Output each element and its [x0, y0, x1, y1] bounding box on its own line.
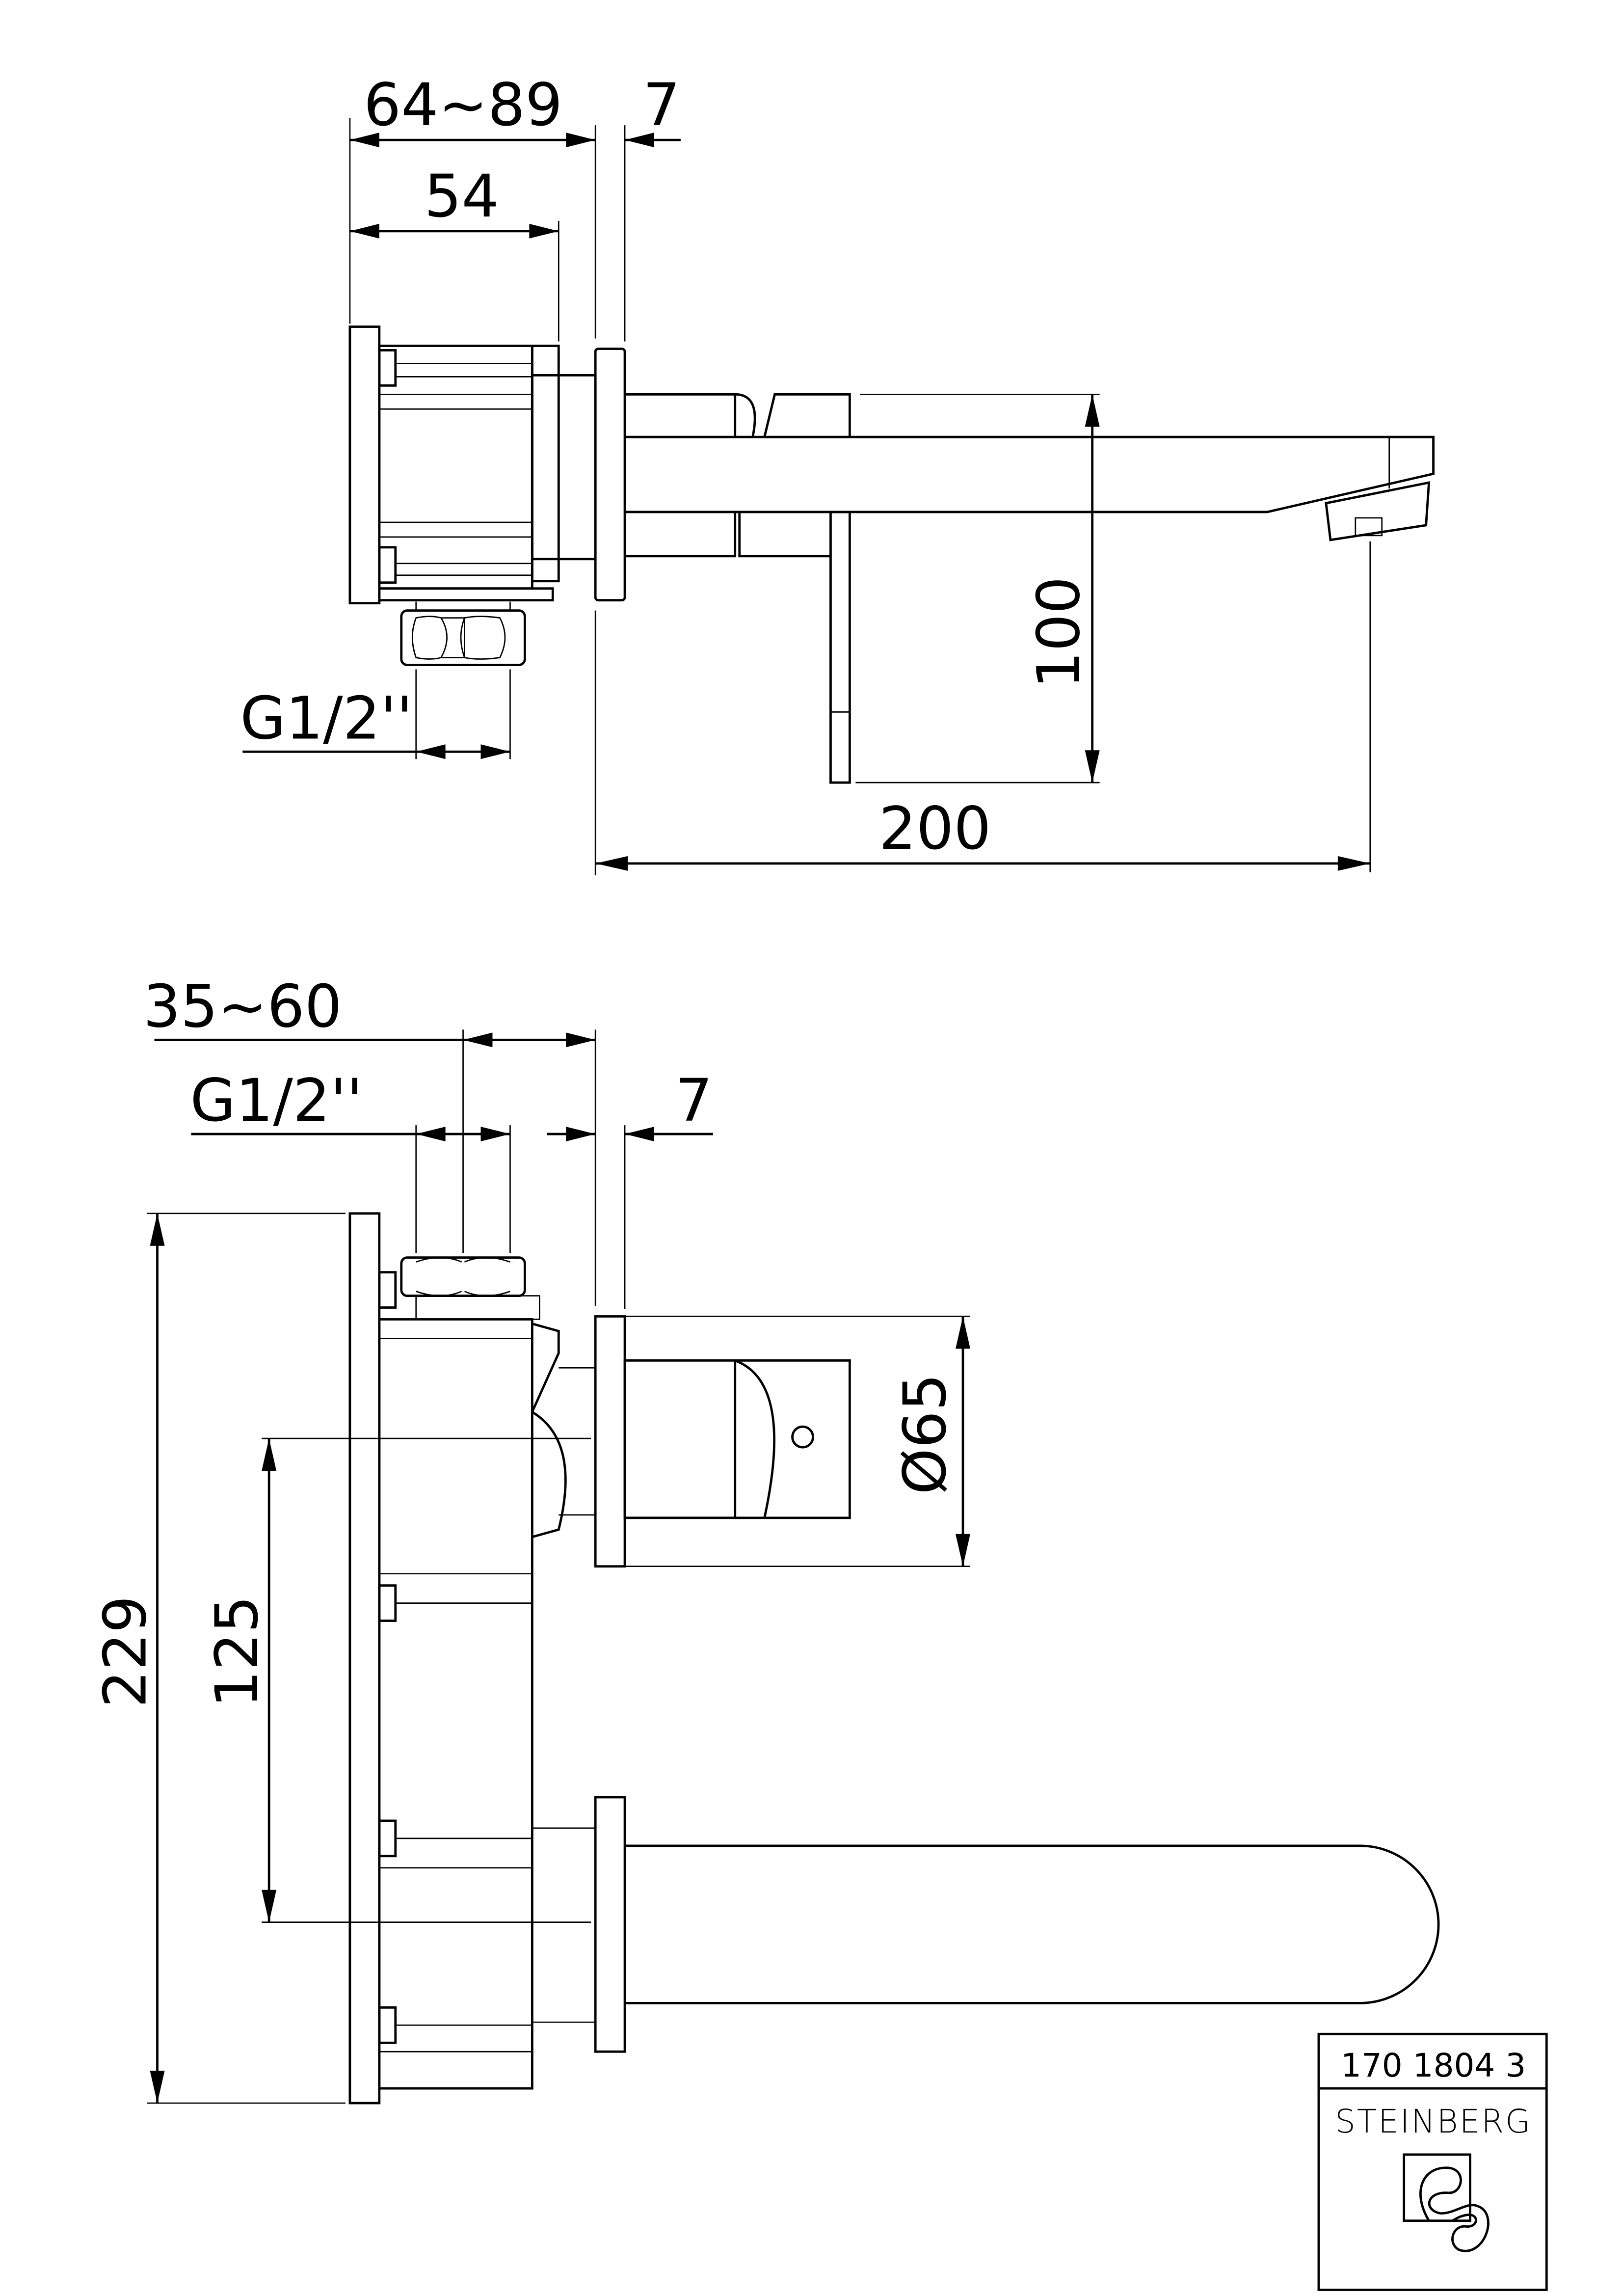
dim-height: 100 [1025, 576, 1093, 689]
bolt [378, 1584, 397, 1622]
dim-depth-range: 35~60 [143, 972, 342, 1041]
front-view: 35~60 G1/2'' 7 Ø65 125 229 [92, 972, 1440, 2105]
spout [625, 1844, 1440, 2004]
wall-plate [348, 1212, 381, 2105]
title-block: 170 1804 3 STEINBERG [1317, 2032, 1548, 2291]
dim-diameter: Ø65 [891, 1374, 959, 1495]
bolt [378, 546, 397, 584]
dim-projection: 200 [879, 795, 991, 863]
connection-nut [400, 601, 526, 666]
bolt [378, 1271, 397, 1309]
connection-nut [400, 1256, 540, 1320]
dim-depth-range: 64~89 [364, 71, 562, 139]
mixer-flange [594, 1315, 626, 1568]
valve-body [378, 345, 533, 590]
bolt [378, 349, 397, 387]
spout [625, 435, 1435, 513]
dim-spacing: 125 [203, 1595, 271, 1708]
lever-handle [829, 511, 851, 784]
brand-logo [1403, 2153, 1490, 2252]
valve-body [378, 1318, 533, 2090]
dim-thread: G1/2'' [190, 1067, 363, 1135]
dim-flange: 7 [643, 71, 680, 139]
article-number: 170 1804 3 [1341, 2047, 1526, 2084]
dim-total-height: 229 [92, 1595, 160, 1708]
dim-body: 54 [424, 162, 499, 231]
wall-flange [594, 348, 626, 602]
wall-plate [348, 325, 381, 605]
spout-flange [594, 1796, 626, 2053]
aerator [1325, 481, 1431, 541]
lever-screw [791, 1425, 814, 1449]
dim-thread: G1/2'' [240, 684, 413, 753]
dim-flange: 7 [675, 1067, 713, 1135]
bolt [378, 2006, 397, 2044]
top-view: 64~89 7 54 100 200 G1/2'' [240, 71, 1435, 875]
bolt [378, 1819, 397, 1858]
brand-name: STEINBERG [1335, 2103, 1532, 2140]
